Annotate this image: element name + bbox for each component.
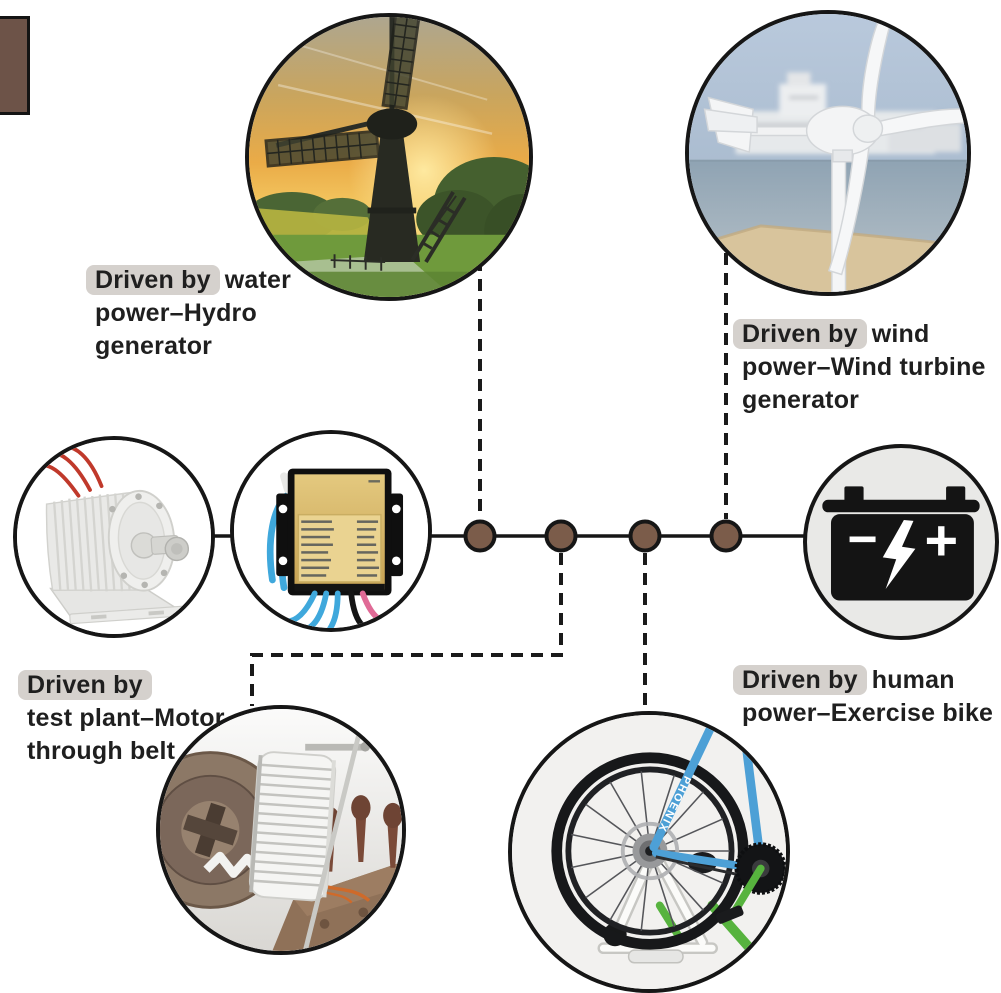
windmill-illustration (249, 17, 529, 297)
photo-exercise-bike: PHOENIX (508, 711, 790, 993)
ribbed-drum (248, 751, 337, 902)
caption-motor-line2: test plant–Motor (27, 704, 225, 732)
photo-windmill (245, 13, 533, 301)
exercise-bike-illustration: PHOENIX (512, 715, 786, 989)
caption-human-highlight: Driven by (733, 665, 867, 695)
junction-dots (463, 519, 743, 553)
wind-turbine-illustration (689, 14, 967, 292)
minus-symbol: − (848, 509, 878, 567)
junction-dot (709, 519, 743, 553)
battery-top-bar (822, 499, 980, 513)
color-swatch (0, 16, 30, 115)
caption-motor: Driven by test plant–Motor through belt (18, 669, 225, 768)
lightning-bolt-icon (882, 519, 916, 589)
caption-wind-line3: generator (742, 386, 860, 414)
windmill-silhouette (264, 17, 467, 264)
photo-motor-belt (156, 705, 406, 955)
dashed-line-motor (250, 553, 563, 706)
caption-wind-line1-rest: wind (871, 320, 930, 348)
caption-hydro-line2: power–Hydro (95, 299, 257, 327)
battery-terminal (844, 486, 864, 502)
turbine-body (703, 14, 967, 292)
charge-controller-illustration (234, 434, 428, 628)
battery-terminal (946, 486, 966, 502)
caption-hydro-highlight: Driven by (86, 265, 220, 295)
controller-device (276, 468, 404, 596)
motor-belt-illustration (160, 709, 402, 951)
caption-hydro-line1-rest: water (224, 266, 292, 294)
fence (330, 254, 386, 271)
caption-human-line1-rest: human (871, 666, 955, 694)
photo-wind-turbine (685, 10, 971, 296)
caption-motor-highlight: Driven by (18, 670, 152, 700)
junction-dot (463, 519, 497, 553)
caption-human-line2: power–Exercise bike (742, 699, 994, 727)
generator-body (45, 489, 190, 625)
caption-wind-highlight: Driven by (733, 319, 867, 349)
rear-wheel (551, 752, 749, 950)
battery-icon: − + (803, 444, 999, 640)
plus-symbol: + (924, 509, 958, 573)
caption-hydro-line3: generator (95, 332, 213, 360)
junction-dot (544, 519, 578, 553)
caption-motor-line3: through belt (27, 737, 176, 765)
photo-generator (13, 436, 215, 638)
battery-illustration: − + (822, 486, 980, 601)
junction-dot (628, 519, 662, 553)
caption-motor-line1: Driven by (18, 669, 225, 702)
photo-charge-controller (230, 430, 432, 632)
generator-illustration (17, 440, 211, 634)
caption-wind-line2: power–Wind turbine (742, 353, 986, 381)
